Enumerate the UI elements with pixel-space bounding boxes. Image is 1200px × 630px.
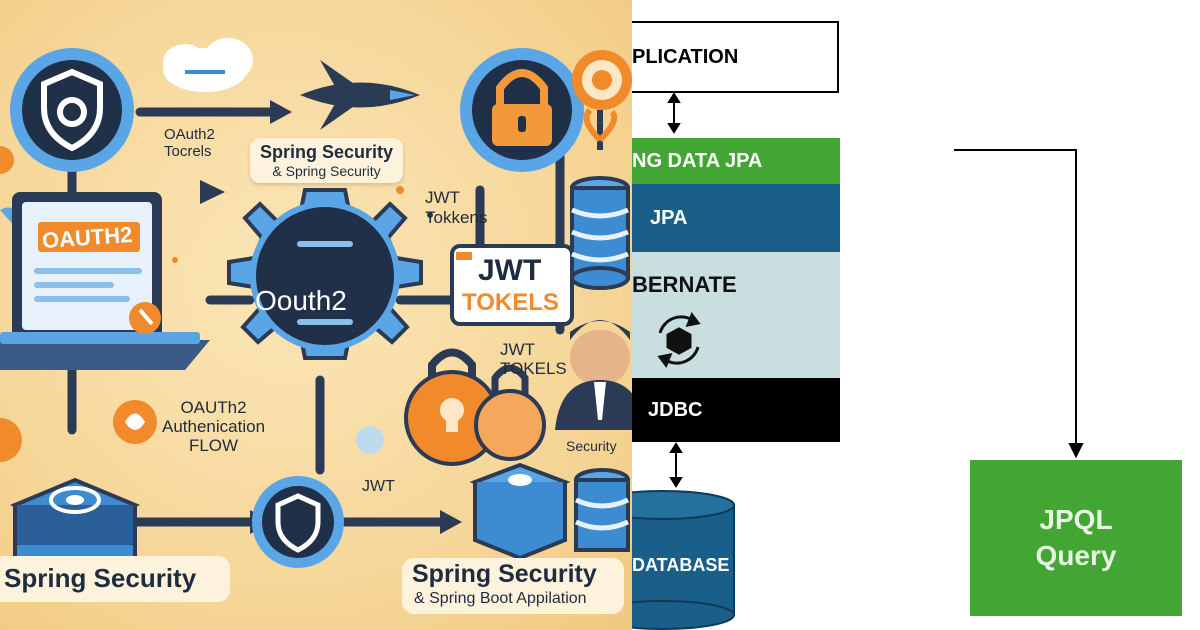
jdbc-layer-label: JDBC <box>648 398 703 421</box>
cloud-icon <box>163 38 253 92</box>
jwt-tokels-small-label: JWT TOKELS <box>500 340 567 378</box>
database-icon <box>570 176 630 290</box>
spring-security-right-title: Spring Security <box>412 560 597 588</box>
database-cylinder <box>632 490 735 630</box>
application-layer-label: PLICATION <box>632 45 739 68</box>
jwt-card-line2: TOKELS <box>462 289 559 316</box>
database-label: DATABASE <box>632 555 730 575</box>
shield-icon <box>10 48 134 172</box>
arrow-jdbc-to-database <box>669 442 683 488</box>
oauth-flow-label: OAUTh2 Authenication FLOW <box>162 398 266 455</box>
application-layer: PLICATION <box>632 22 840 92</box>
spring-security-left-label: Spring Security <box>4 563 197 593</box>
connector-to-jpql <box>954 149 1084 459</box>
laptop-icon <box>0 192 210 370</box>
shield-bottom-icon <box>252 476 344 568</box>
spring-data-jpa-label: NG DATA JPA <box>632 149 763 172</box>
gear-label: Oouth2 <box>255 285 347 316</box>
spring-security-right-sub: & Spring Boot Appilation <box>414 590 587 607</box>
server-right-icon <box>469 462 630 561</box>
plane-icon <box>300 60 420 130</box>
jpa-layer: JPA <box>632 184 840 252</box>
jwt-card-line1: JWT <box>478 254 542 287</box>
jwt-bottom-label: JWT <box>362 478 395 495</box>
spring-security-box-title: Spring Security <box>260 142 394 162</box>
padlock-icon <box>404 348 546 466</box>
oauth2-tokens-label: OAuth2 Tocrels <box>164 126 215 160</box>
spring-security-box-sub: & Spring Security <box>272 163 381 179</box>
spring-security-illustration: OAuth2 Tocrels Spring Security & Spring … <box>0 0 632 630</box>
security-small-label: Security <box>566 438 617 454</box>
jpql-line2: Query <box>1035 540 1117 571</box>
spring-data-jpa-layer: NG DATA JPA <box>632 138 840 184</box>
gear-icon <box>227 188 423 360</box>
bulb-icon <box>572 50 632 150</box>
spring-security-box: Spring Security & Spring Security <box>250 138 404 183</box>
jpa-layer-label: JPA <box>650 206 688 229</box>
application-box-border <box>632 21 839 93</box>
illustration-graphics <box>0 38 632 614</box>
jdbc-layer: JDBC <box>632 378 840 442</box>
lock-icon <box>460 48 584 172</box>
jpa-architecture-diagram: PLICATION NG DATA JPA JPA BERNATE JDBC D… <box>632 0 1200 630</box>
arrow-app-to-datajpa <box>667 92 681 134</box>
jpql-query-box: JPQL Query <box>970 460 1182 616</box>
hibernate-layer-label: BERNATE <box>632 272 737 297</box>
jwt-tokkens-label: JWT Tokkens <box>425 188 488 227</box>
jwt-card <box>450 244 574 326</box>
hibernate-icon <box>657 311 701 369</box>
jpql-line1: JPQL <box>1039 504 1113 535</box>
user-icon <box>555 320 632 430</box>
